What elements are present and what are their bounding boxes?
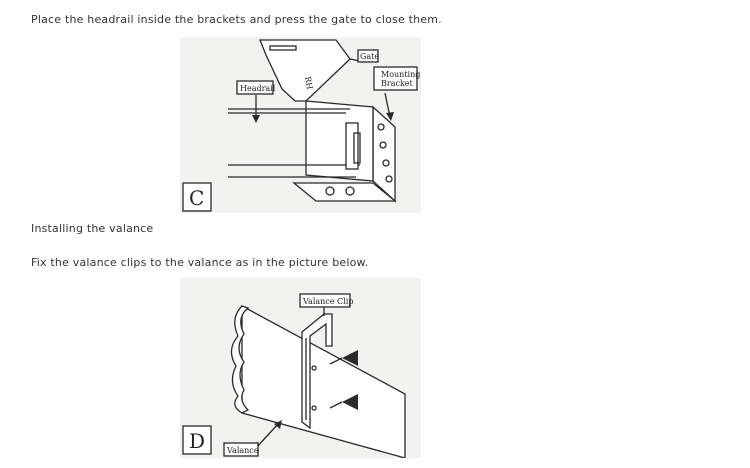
valance-illustration: Valance Clip Valance D	[182, 293, 406, 458]
screw-bottom	[342, 394, 358, 410]
rh-marking: RH	[303, 76, 314, 90]
gate-flap	[259, 39, 351, 102]
gate-label: Gate	[360, 52, 379, 61]
valance-board	[241, 304, 406, 458]
valance-label: Valance	[226, 446, 259, 455]
screw-top	[342, 350, 358, 366]
figure-letter-d: D	[189, 429, 205, 453]
bracket-illustration: Gate Headrail Mounting Bracket RH C	[182, 39, 420, 212]
bracket-bottom-flange	[292, 182, 397, 202]
valance-clip-label: Valance Clip	[302, 297, 353, 306]
instruction-step-c: Place the headrail inside the brackets a…	[31, 13, 442, 26]
valance-diagram-d: Valance Clip Valance D	[180, 278, 421, 458]
figure-letter-c: C	[189, 186, 204, 210]
bracket-diagram-c: Gate Headrail Mounting Bracket RH C	[180, 37, 421, 213]
instruction-step-d: Fix the valance clips to the valance as …	[31, 256, 369, 269]
valance-clip	[301, 313, 333, 430]
valance-decorative-edge	[230, 305, 250, 414]
headrail-label: Headrail	[240, 84, 276, 93]
mounting-label: Mounting	[381, 70, 420, 79]
gate-slot	[269, 45, 297, 51]
section-heading-valance: Installing the valance	[31, 222, 154, 235]
bracket-label: Bracket	[381, 79, 414, 88]
